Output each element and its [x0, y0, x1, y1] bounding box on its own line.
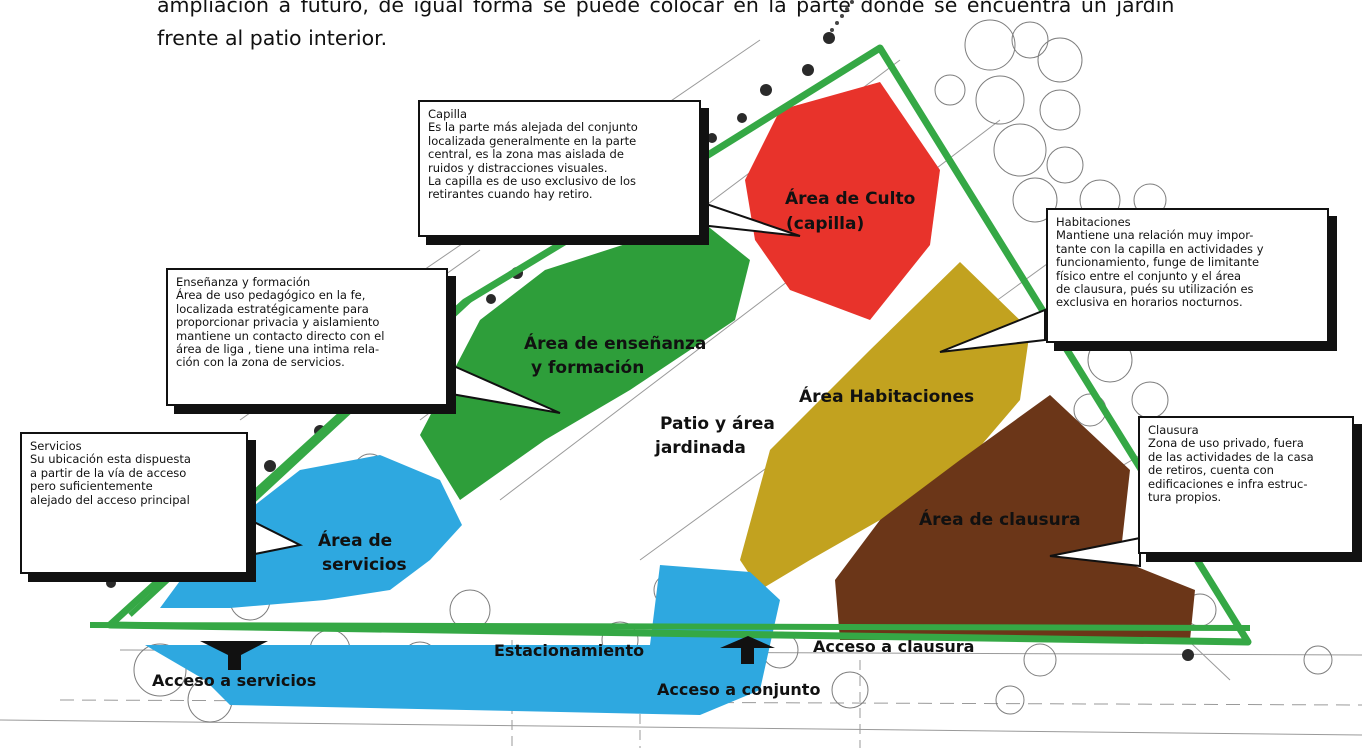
- callout-habitaciones: Habitaciones Mantiene una relación muy i…: [1046, 208, 1329, 343]
- callout-ensenanza-body: Área de uso pedagógico en la fe, localiz…: [176, 288, 385, 370]
- zone-ensenanza-shape: [420, 220, 750, 500]
- label-culto-2: (capilla): [786, 214, 864, 234]
- label-clausura: Área de clausura: [919, 508, 1081, 530]
- callout-capilla-body: Es la parte más alejada del conjunto loc…: [428, 120, 638, 202]
- callout-ensenanza-title: Enseñanza y formación: [176, 275, 311, 289]
- callout-servicios-body: Su ubicación esta dispuesta a partir de …: [30, 452, 191, 507]
- label-servicios-1: Área de: [318, 529, 392, 551]
- callout-pointer-servicios: [249, 518, 304, 557]
- label-ensenanza-1: Área de enseñanza: [524, 332, 706, 354]
- callout-capilla-title: Capilla: [428, 107, 468, 121]
- callout-pointer-habitaciones: [939, 308, 1046, 353]
- label-acceso-servicios: Acceso a servicios: [152, 671, 316, 690]
- label-culto-1: Área de Culto: [785, 187, 915, 209]
- callout-ensenanza: Enseñanza y formación Área de uso pedagó…: [166, 268, 448, 406]
- callout-habitaciones-body: Mantiene una relación muy impor- tante c…: [1056, 228, 1264, 310]
- zone-culto-shape: [745, 82, 940, 320]
- arrow-up-icon: [720, 636, 775, 664]
- callout-clausura: Clausura Zona de uso privado, fuera de l…: [1138, 416, 1354, 554]
- callout-capilla: Capilla Es la parte más alejada del conj…: [418, 100, 701, 237]
- access-road-line: [89, 622, 1251, 631]
- label-acceso-conjunto: Acceso a conjunto: [657, 680, 820, 699]
- zone-clausura-shape: [835, 395, 1195, 640]
- callout-servicios: Servicios Su ubicación esta dispuesta a …: [20, 432, 248, 574]
- label-patio-2: jardinada: [654, 438, 746, 458]
- arrow-down-icon: [200, 641, 268, 670]
- label-acceso-clausura: Acceso a clausura: [813, 637, 974, 656]
- callout-habitaciones-title: Habitaciones: [1056, 215, 1131, 229]
- label-estacionamiento: Estacionamiento: [494, 641, 644, 660]
- intro-line-1: ampliación a futuro, de igual forma se p…: [157, 0, 1175, 17]
- callout-clausura-body: Zona de uso privado, fuera de las activi…: [1148, 436, 1314, 505]
- intro-line-2: frente al patio interior.: [157, 26, 388, 50]
- zone-estacionamiento-shape: [145, 565, 780, 715]
- dotted-path: [830, 0, 854, 32]
- label-ensenanza-2: y formación: [531, 358, 644, 378]
- label-servicios-2: servicios: [322, 555, 407, 575]
- callout-servicios-title: Servicios: [30, 439, 82, 453]
- label-patio-1: Patio y área: [660, 414, 775, 434]
- label-habitaciones: Área Habitaciones: [799, 385, 974, 407]
- callout-clausura-title: Clausura: [1148, 423, 1199, 437]
